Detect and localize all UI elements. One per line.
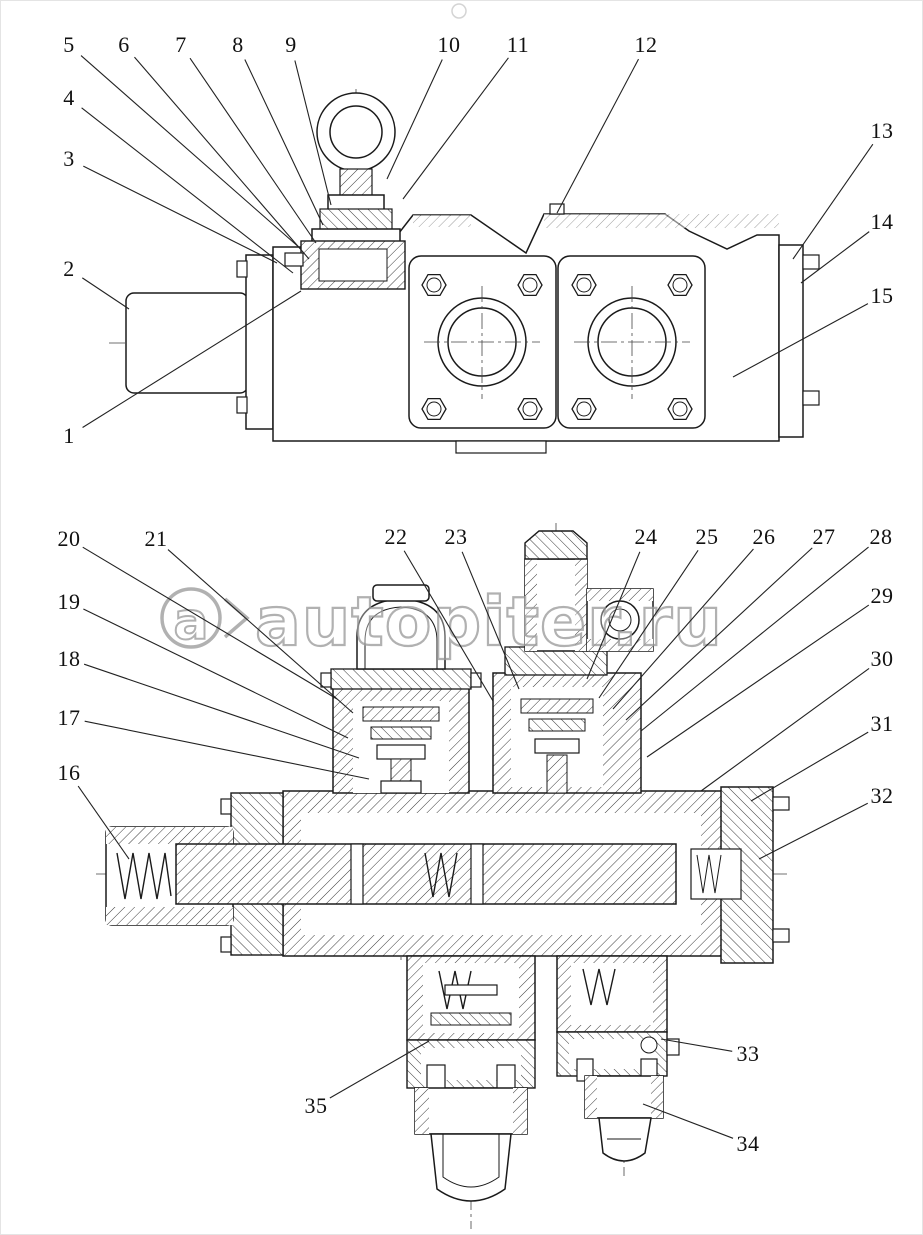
leader-line-28 xyxy=(640,546,869,732)
leader-line-18 xyxy=(83,663,360,759)
leader-line-6 xyxy=(134,56,310,260)
leader-line-8 xyxy=(244,59,324,226)
callout-11: 11 xyxy=(506,32,530,57)
bottom-cap xyxy=(414,1087,528,1135)
leader-line-4 xyxy=(81,107,294,274)
watermark-symbol: a xyxy=(173,592,208,652)
bolt-icon xyxy=(667,273,693,297)
leader-line-26 xyxy=(612,548,754,710)
left-end-plate xyxy=(245,254,274,430)
return-spring xyxy=(116,852,172,900)
callout-25: 25 xyxy=(695,524,719,549)
vent-plug xyxy=(549,203,565,215)
callout-13: 13 xyxy=(870,118,894,143)
callout-31: 31 xyxy=(870,711,894,736)
spool-spring xyxy=(424,852,458,898)
callout-21: 21 xyxy=(144,526,168,551)
callout-32: 32 xyxy=(870,783,894,808)
callout-24: 24 xyxy=(634,524,658,549)
leader-line-12 xyxy=(556,58,639,214)
callout-22: 22 xyxy=(384,524,408,549)
leader-line-29 xyxy=(646,604,870,758)
leader-line-21 xyxy=(167,549,354,714)
watermark-arrow-icon xyxy=(223,597,250,639)
bolt-icon xyxy=(517,397,543,421)
callout-2: 2 xyxy=(63,256,75,281)
leader-line-17 xyxy=(84,720,370,780)
valve-section-view xyxy=(96,523,791,1229)
top-nut xyxy=(524,530,588,560)
valve-top-view xyxy=(109,89,820,454)
callout-1: 1 xyxy=(63,423,75,448)
leader-line-20 xyxy=(82,546,338,700)
leader-line-27 xyxy=(625,547,813,721)
callout-19: 19 xyxy=(57,589,81,614)
leader-line-34 xyxy=(642,1103,734,1139)
bolt-icon xyxy=(571,273,597,297)
watermark-fragment-icon xyxy=(451,3,467,19)
leader-lines xyxy=(77,55,874,1139)
callout-28: 28 xyxy=(869,524,893,549)
bolt-icon xyxy=(571,397,597,421)
seal-ring xyxy=(640,1036,658,1054)
callout-29: 29 xyxy=(870,583,894,608)
callout-20: 20 xyxy=(57,526,81,551)
callout-5: 5 xyxy=(63,32,75,57)
leader-line-32 xyxy=(758,802,869,860)
leader-line-7 xyxy=(189,57,317,244)
leader-line-30 xyxy=(700,667,870,792)
handle-stem xyxy=(339,168,373,198)
callout-8: 8 xyxy=(232,32,244,57)
callout-23: 23 xyxy=(444,524,468,549)
leader-line-14 xyxy=(800,231,870,284)
leader-line-23 xyxy=(461,551,520,690)
callout-35: 35 xyxy=(304,1093,328,1118)
leader-line-5 xyxy=(80,55,302,250)
callout-33: 33 xyxy=(736,1041,760,1066)
leader-line-16 xyxy=(77,785,130,860)
callout-4: 4 xyxy=(63,85,75,110)
callout-6: 6 xyxy=(118,32,130,57)
callout-7: 7 xyxy=(175,32,187,57)
callout-26: 26 xyxy=(752,524,776,549)
leader-line-24 xyxy=(586,551,641,680)
bolt-icon xyxy=(421,397,447,421)
bolt-icon xyxy=(517,273,543,297)
bottom-plug xyxy=(584,1075,664,1119)
leader-line-22 xyxy=(403,550,494,702)
callout-17: 17 xyxy=(57,705,81,730)
leader-line-35 xyxy=(329,1040,430,1099)
callout-18: 18 xyxy=(57,646,81,671)
gland-nut xyxy=(319,208,393,232)
callout-9: 9 xyxy=(285,32,297,57)
left-port-boss xyxy=(125,292,249,394)
spool xyxy=(175,843,677,905)
callout-3: 3 xyxy=(63,146,75,171)
callout-16: 16 xyxy=(57,760,81,785)
bolt-icon xyxy=(421,273,447,297)
callout-27: 27 xyxy=(812,524,836,549)
leader-line-2 xyxy=(82,277,130,310)
callout-12: 12 xyxy=(634,32,658,57)
leader-line-1 xyxy=(82,290,302,428)
callout-15: 15 xyxy=(870,283,894,308)
leader-line-31 xyxy=(750,731,869,802)
leader-line-11 xyxy=(402,57,509,200)
callout-10: 10 xyxy=(437,32,461,57)
leader-line-10 xyxy=(386,59,443,180)
leader-line-13 xyxy=(792,143,874,260)
leader-line-19 xyxy=(83,608,349,739)
leader-line-3 xyxy=(83,165,278,264)
leader-line-9 xyxy=(294,60,332,206)
leader-line-25 xyxy=(598,549,699,699)
watermark-text: autopiter.ru xyxy=(255,583,723,662)
leader-line-33 xyxy=(660,1038,733,1052)
leader-line-15 xyxy=(732,303,869,378)
callout-30: 30 xyxy=(870,646,894,671)
callout-34: 34 xyxy=(736,1131,760,1156)
bolt-icon xyxy=(667,397,693,421)
callout-14: 14 xyxy=(870,209,894,234)
